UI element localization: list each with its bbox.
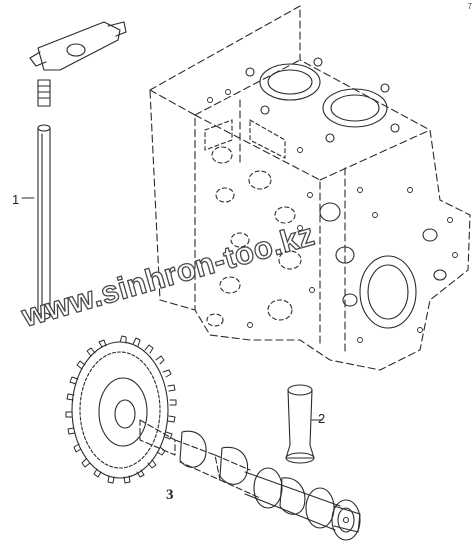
rocker-arm [29,21,127,71]
cylinder-bores [245,57,400,143]
camshaft [139,419,261,499]
bolt-holes [207,89,458,343]
cam-gear [71,341,169,479]
corner-mark: 7 [467,2,472,11]
engine-block [149,5,471,371]
camshaft-body [244,471,341,531]
tappet [285,384,323,464]
pushrod [21,124,51,320]
block-ports [204,119,302,327]
adjusting-screw [37,79,51,107]
bearing-housing [319,202,447,329]
cam-end-journal [331,499,361,541]
callout-camshaft: 3 [166,487,174,503]
callout-tappet: 2 [318,411,326,426]
cam-lobes [179,430,335,529]
callout-pushrod: 1 [12,192,20,207]
gear-teeth [65,335,177,484]
